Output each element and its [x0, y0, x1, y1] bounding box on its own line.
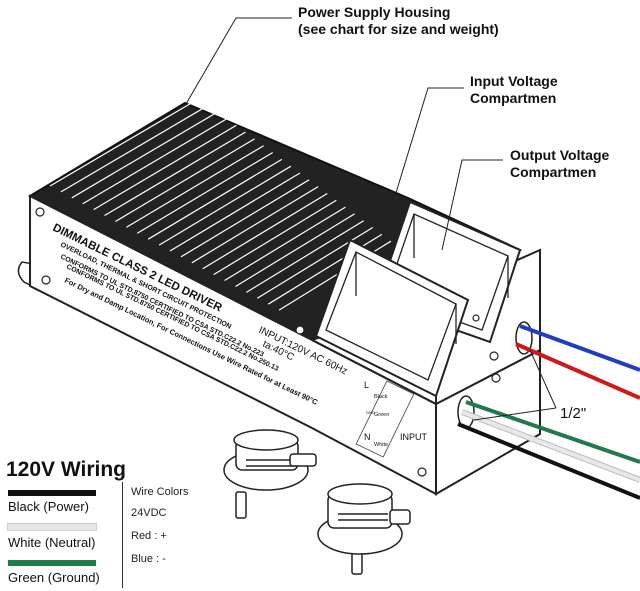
- wire-colors-voltage: 24VDC: [131, 507, 167, 519]
- housing-rib: [256, 227, 374, 299]
- housing-rib: [169, 172, 301, 252]
- terminal-letter-n: N: [364, 432, 371, 442]
- input-compartment-callout-line: Compartmen: [470, 90, 557, 106]
- terminal-letter-l: L: [364, 380, 369, 390]
- leader-lines: [185, 17, 557, 421]
- wire-colors-box: Wire Colors 24VDC Red : + Blue : -: [122, 482, 233, 588]
- wire-colors-red: Red : +: [131, 530, 167, 542]
- housing-rib: [82, 117, 228, 205]
- housing-rib: [191, 186, 319, 264]
- housing-rib: [115, 138, 255, 222]
- housing-callout-line: (see chart for size and weight): [298, 21, 499, 37]
- housing-callout-line: Power Supply Housing: [298, 4, 451, 20]
- terminal-block-label: INPUT: [400, 432, 428, 442]
- terminal-name: Black: [374, 394, 388, 400]
- input-compartment-callout-line: Input Voltage: [470, 73, 558, 89]
- output-compartment-callout-line: Output Voltage: [510, 147, 610, 163]
- housing-rib: [235, 213, 355, 287]
- housing-screws: [35, 207, 501, 477]
- cable-clamp-left: [223, 429, 317, 519]
- housing-rib: [60, 104, 210, 193]
- wire-label-white: White (Neutral): [8, 535, 96, 550]
- housing-rib: [158, 165, 292, 246]
- wire-label-green: Green (Ground): [8, 570, 100, 585]
- housing-rib: [202, 192, 328, 270]
- housing-rib: [104, 131, 246, 217]
- wire-label-black: Black (Power): [8, 499, 89, 514]
- housing-rib: [246, 220, 364, 293]
- housing-rib: [180, 179, 310, 258]
- housing-rib: [224, 206, 346, 282]
- input-leads: [457, 400, 640, 500]
- housing-rib: [71, 111, 219, 199]
- wire-swatch-white: [7, 523, 97, 531]
- wiring-title: 120V Wiring: [6, 458, 127, 481]
- terminal-name: White: [374, 442, 388, 448]
- wire-swatch-black: [8, 490, 96, 496]
- wire-swatch-green: [8, 560, 96, 566]
- output-leads: [515, 324, 640, 400]
- output-compartment: [314, 238, 480, 398]
- housing-callout: Power Supply Housing (see chart for size…: [298, 4, 499, 38]
- terminal-block: L N Black GND Green White INPUT: [355, 380, 428, 458]
- output-compartment-callout: Output Voltage Compartmen: [510, 147, 609, 181]
- housing-rib: [93, 124, 237, 211]
- wire-colors-heading: Wire Colors: [131, 486, 189, 498]
- housing-rib: [49, 97, 201, 187]
- output-compartment-callout-line: Compartmen: [510, 164, 597, 180]
- terminal-name: Green: [374, 412, 389, 418]
- housing-rib: [136, 152, 274, 234]
- knockout-size-label: 1/2": [560, 405, 586, 422]
- housing-rib: [126, 145, 264, 228]
- housing-rib: [213, 199, 337, 276]
- wire-colors-blue: Blue : -: [131, 553, 166, 565]
- terminal-name: GND: [366, 410, 375, 415]
- cable-clamp-right: [317, 483, 411, 575]
- housing-rib: [147, 158, 283, 240]
- input-compartment-callout: Input Voltage Compartmen: [470, 73, 558, 107]
